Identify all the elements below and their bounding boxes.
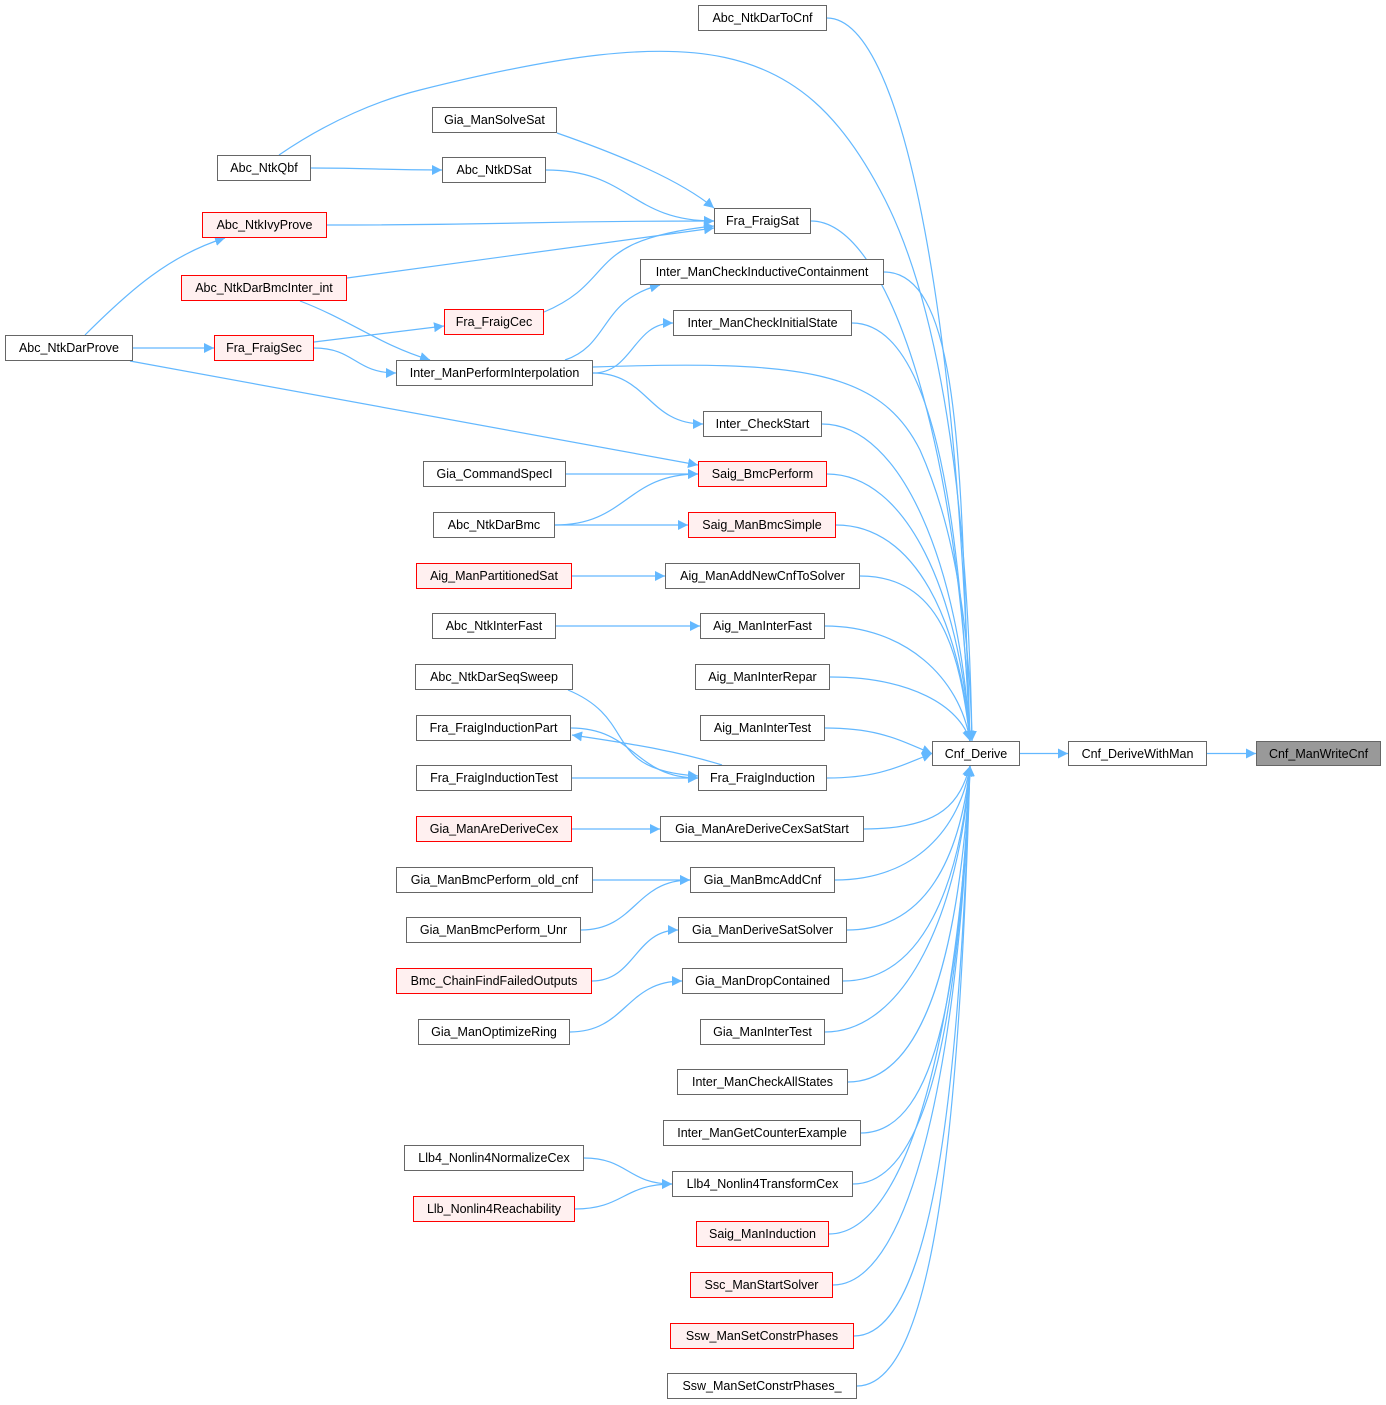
edge-inter-mancheckinitialstate-to-cnf-derive bbox=[851, 322, 975, 742]
edge-inter-manperforminterpolation-to-inter-mancheckinitialstate bbox=[592, 318, 674, 374]
edge-fra-fraiginductionpart-to-fra-fraiginduction bbox=[570, 727, 699, 783]
node-ssw-mansetconstrphases-[interactable]: Ssw_ManSetConstrPhases_ bbox=[667, 1373, 857, 1399]
node-inter-mancheckinitialstate[interactable]: Inter_ManCheckInitialState bbox=[673, 310, 852, 336]
edge-fra-fraigsec-to-inter-manperforminterpolation bbox=[313, 347, 397, 378]
edge-saig-manbmcsimple-to-cnf-derive bbox=[835, 524, 975, 742]
edge-abc-ntkdarprove-to-abc-ntkivyprove bbox=[84, 236, 226, 336]
node-ssw-mansetconstrphases[interactable]: Ssw_ManSetConstrPhases bbox=[670, 1323, 854, 1349]
edge-gia-manbmcaddcnf-to-cnf-derive bbox=[834, 765, 974, 881]
node-gia-mansolvesat[interactable]: Gia_ManSolveSat bbox=[432, 107, 557, 133]
edge-bmc-chainfindfailedoutputs-to-gia-manderivesatsolver bbox=[591, 925, 679, 982]
node-gia-manbmcperform-unr[interactable]: Gia_ManBmcPerform_Unr bbox=[406, 917, 581, 943]
node-gia-manderivesatsolver[interactable]: Gia_ManDeriveSatSolver bbox=[678, 917, 847, 943]
edge-fra-fraiginduction-to-cnf-derive bbox=[826, 752, 933, 779]
node-llb4-nonlin4normalizecex[interactable]: Llb4_Nonlin4NormalizeCex bbox=[404, 1145, 584, 1171]
edge-abc-ntkdarprove-to-saig-bmcperform bbox=[129, 360, 699, 469]
edge-inter-mancheckinductivecontainment-to-cnf-derive bbox=[883, 271, 975, 742]
edge-inter-checkstart-to-cnf-derive bbox=[821, 423, 975, 742]
edge-abc-ntkivyprove-to-fra-fraigsat bbox=[326, 216, 715, 227]
edge-llb-nonlin4reachability-to-llb4-nonlin4transformcex bbox=[574, 1179, 673, 1210]
edge-fra-fraiginduction-to-fra-fraiginductionpart bbox=[571, 731, 723, 766]
edge-inter-manperforminterpolation-to-cnf-derive bbox=[592, 364, 977, 742]
edge-fra-fraigsec-to-fra-fraigcec bbox=[313, 322, 445, 343]
edge-gia-mandropcontained-to-cnf-derive bbox=[842, 765, 975, 982]
node-inter-manperforminterpolation[interactable]: Inter_ManPerformInterpolation bbox=[396, 360, 593, 386]
node-abc-ntkivyprove[interactable]: Abc_NtkIvyProve bbox=[202, 212, 327, 238]
node-saig-maninduction[interactable]: Saig_ManInduction bbox=[696, 1221, 829, 1247]
node-abc-ntkdarprove[interactable]: Abc_NtkDarProve bbox=[5, 335, 133, 361]
edge-aig-maninterfast-to-cnf-derive bbox=[824, 625, 974, 742]
node-abc-ntkdsat[interactable]: Abc_NtkDSat bbox=[442, 157, 546, 183]
edge-abc-ntkdarbmcinter-int-to-fra-fraigsat bbox=[346, 224, 715, 279]
edge-inter-mancheckallstates-to-cnf-derive bbox=[847, 765, 975, 1083]
node-gia-manbmcaddcnf[interactable]: Gia_ManBmcAddCnf bbox=[690, 867, 835, 893]
edge-gia-manintertest-to-cnf-derive bbox=[824, 765, 975, 1033]
edge-abc-ntkdarbmc-to-saig-bmcperform bbox=[554, 469, 699, 526]
edge-aig-manaddnewcnftosolver-to-cnf-derive bbox=[859, 575, 974, 742]
node-fra-fraiginduction[interactable]: Fra_FraigInduction bbox=[698, 765, 827, 791]
node-gia-commandspeci[interactable]: Gia_CommandSpecI bbox=[423, 461, 566, 487]
node-inter-mancheckallstates[interactable]: Inter_ManCheckAllStates bbox=[677, 1069, 848, 1095]
edge-gia-manoptimizering-to-gia-mandropcontained bbox=[569, 976, 683, 1033]
node-cnf-derive[interactable]: Cnf_Derive bbox=[932, 741, 1020, 766]
node-gia-manbmcperform-old-cnf[interactable]: Gia_ManBmcPerform_old_cnf bbox=[396, 867, 593, 893]
node-inter-mancheckinductivecontainment[interactable]: Inter_ManCheckInductiveContainment bbox=[640, 259, 884, 285]
edge-llb4-nonlin4normalizecex-to-llb4-nonlin4transformcex bbox=[583, 1157, 673, 1189]
edge-inter-manperforminterpolation-to-inter-checkstart bbox=[592, 372, 704, 429]
node-abc-ntkinterfast[interactable]: Abc_NtkInterFast bbox=[432, 613, 556, 639]
node-saig-bmcperform[interactable]: Saig_BmcPerform bbox=[698, 461, 827, 487]
edge-abc-ntkdarseqsweep-to-fra-fraiginduction bbox=[567, 689, 699, 781]
node-bmc-chainfindfailedoutputs[interactable]: Bmc_ChainFindFailedOutputs bbox=[396, 968, 592, 994]
edge-ssw-mansetconstrphases--to-cnf-derive bbox=[856, 765, 975, 1387]
node-llb-nonlin4reachability[interactable]: Llb_Nonlin4Reachability bbox=[413, 1196, 575, 1222]
node-llb4-nonlin4transformcex[interactable]: Llb4_Nonlin4TransformCex bbox=[672, 1171, 853, 1197]
edge-gia-manderivesatsolver-to-cnf-derive bbox=[846, 765, 974, 931]
edge-fra-fraigsat-to-cnf-derive bbox=[810, 220, 975, 742]
edge-abc-ntkdartocnf-to-cnf-derive bbox=[826, 17, 975, 742]
edge-ssw-mansetconstrphases-to-cnf-derive bbox=[853, 765, 975, 1337]
node-saig-manbmcsimple[interactable]: Saig_ManBmcSimple bbox=[688, 512, 836, 538]
node-fra-fraigsat[interactable]: Fra_FraigSat bbox=[714, 208, 811, 234]
node-gia-manintertest[interactable]: Gia_ManInterTest bbox=[700, 1019, 825, 1045]
node-aig-manintertest[interactable]: Aig_ManInterTest bbox=[700, 715, 825, 741]
edge-abc-ntkdarbmcinter-int-to-inter-manperforminterpolation bbox=[299, 300, 431, 362]
edge-gia-manbmcperform-unr-to-gia-manbmcaddcnf bbox=[580, 875, 691, 931]
node-fra-fraigcec[interactable]: Fra_FraigCec bbox=[444, 309, 544, 335]
node-abc-ntkdarbmc[interactable]: Abc_NtkDarBmc bbox=[433, 512, 555, 538]
node-aig-manaddnewcnftosolver[interactable]: Aig_ManAddNewCnfToSolver bbox=[665, 563, 860, 589]
node-aig-maninterfast[interactable]: Aig_ManInterFast bbox=[700, 613, 825, 639]
edge-gia-manarederivecexsatstart-to-cnf-derive bbox=[863, 765, 973, 830]
edge-abc-ntkqbf-to-abc-ntkdsat bbox=[310, 164, 443, 175]
node-ssc-manstartsolver[interactable]: Ssc_ManStartSolver bbox=[690, 1272, 833, 1298]
node-aig-maninterrepar[interactable]: Aig_ManInterRepar bbox=[695, 664, 830, 690]
node-gia-manarederivecex[interactable]: Gia_ManAreDeriveCex bbox=[416, 816, 572, 842]
edge-inter-manperforminterpolation-to-inter-mancheckinductivecontainment bbox=[564, 282, 661, 361]
node-inter-checkstart[interactable]: Inter_CheckStart bbox=[703, 411, 822, 437]
node-gia-mandropcontained[interactable]: Gia_ManDropContained bbox=[682, 968, 843, 994]
node-gia-manarederivecexsatstart[interactable]: Gia_ManAreDeriveCexSatStart bbox=[660, 816, 864, 842]
node-cnf-derivewithman[interactable]: Cnf_DeriveWithMan bbox=[1068, 741, 1207, 766]
edge-saig-bmcperform-to-cnf-derive bbox=[826, 473, 975, 742]
edge-aig-manintertest-to-cnf-derive bbox=[824, 727, 933, 755]
node-fra-fraiginductiontest[interactable]: Fra_FraigInductionTest bbox=[416, 765, 572, 791]
edge-abc-ntkqbf-to-cnf-derive bbox=[278, 50, 977, 742]
edge-abc-ntkdsat-to-fra-fraigsat bbox=[545, 169, 715, 226]
node-abc-ntkdartocnf[interactable]: Abc_NtkDarToCnf bbox=[698, 5, 827, 31]
node-cnf-manwritecnf[interactable]: Cnf_ManWriteCnf bbox=[1256, 741, 1381, 766]
node-gia-manoptimizering[interactable]: Gia_ManOptimizeRing bbox=[418, 1019, 570, 1045]
edge-gia-mansolvesat-to-fra-fraigsat bbox=[556, 132, 715, 209]
edge-ssc-manstartsolver-to-cnf-derive bbox=[832, 765, 975, 1286]
node-fra-fraigsec[interactable]: Fra_FraigSec bbox=[214, 335, 314, 361]
node-fra-fraiginductionpart[interactable]: Fra_FraigInductionPart bbox=[416, 715, 571, 741]
edge-fra-fraigcec-to-fra-fraigsat bbox=[543, 222, 715, 313]
node-abc-ntkqbf[interactable]: Abc_NtkQbf bbox=[217, 155, 311, 181]
edge-saig-maninduction-to-cnf-derive bbox=[828, 765, 975, 1235]
node-abc-ntkdarbmcinter-int[interactable]: Abc_NtkDarBmcInter_int bbox=[181, 275, 347, 301]
edge-aig-maninterrepar-to-cnf-derive bbox=[829, 676, 973, 742]
node-aig-manpartitionedsat[interactable]: Aig_ManPartitionedSat bbox=[416, 563, 572, 589]
node-inter-mangetcounterexample[interactable]: Inter_ManGetCounterExample bbox=[663, 1120, 861, 1146]
node-abc-ntkdarseqsweep[interactable]: Abc_NtkDarSeqSweep bbox=[415, 664, 573, 690]
